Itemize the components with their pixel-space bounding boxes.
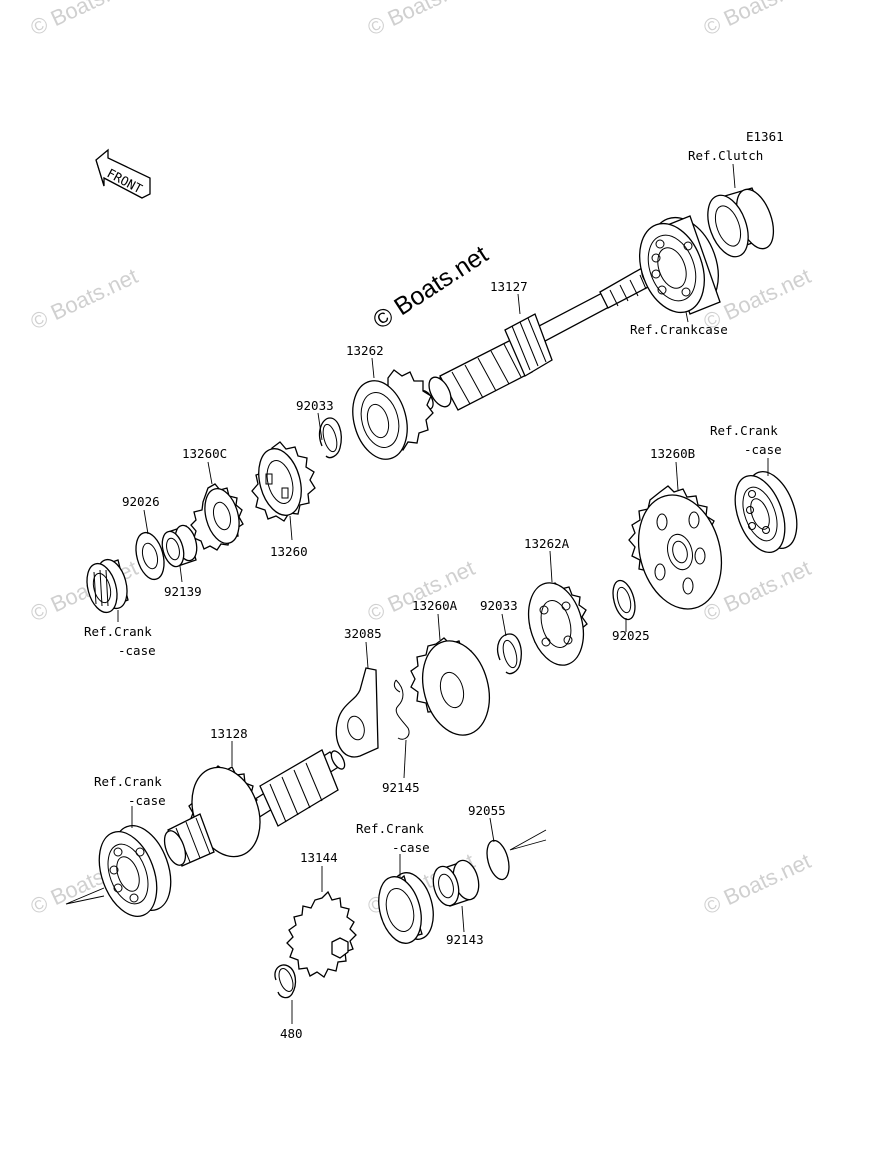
collar-92143 bbox=[432, 859, 480, 907]
label-13144: 13144 bbox=[300, 850, 338, 865]
gear-13260c bbox=[190, 483, 244, 551]
label-13260: 13260 bbox=[270, 544, 308, 559]
part-labels: E1361 Ref.Clutch Ref.Crankcase 13127 132… bbox=[84, 129, 784, 1041]
label-ref-crank-bottom-mid-1: Ref.Crank bbox=[356, 821, 424, 836]
label-13260c: 13260C bbox=[182, 446, 227, 461]
washer-92026 bbox=[135, 531, 165, 581]
label-13262: 13262 bbox=[346, 343, 384, 358]
label-ref-crank-bottom-mid-2: -case bbox=[392, 840, 430, 855]
label-ref-crank-right-2: -case bbox=[744, 442, 782, 457]
label-13260a: 13260A bbox=[412, 598, 458, 613]
label-13260b: 13260B bbox=[650, 446, 695, 461]
label-13128: 13128 bbox=[210, 726, 248, 741]
gear-13260a bbox=[410, 637, 490, 736]
label-ref-crank-left-2: -case bbox=[118, 643, 156, 658]
label-13262a: 13262A bbox=[524, 536, 570, 551]
gear-13260 bbox=[251, 441, 316, 522]
label-480: 480 bbox=[280, 1026, 303, 1041]
collar-ref-clutch bbox=[707, 187, 775, 258]
watermark: © Boats.net bbox=[700, 0, 815, 41]
watermark: © Boats.net bbox=[27, 263, 142, 334]
circlip-92033-bottom bbox=[496, 633, 522, 675]
drive-shaft-13128 bbox=[163, 749, 346, 867]
bearing-ref-crankcase-top bbox=[639, 215, 721, 315]
gear-13262 bbox=[352, 369, 434, 460]
front-arrow-icon: FRONT bbox=[95, 148, 151, 199]
label-ref-crankcase-top: Ref.Crankcase bbox=[630, 322, 728, 337]
circlip-92033-top bbox=[318, 417, 342, 459]
bearing-ref-crankcase-right bbox=[734, 471, 798, 553]
output-shaft-13127 bbox=[418, 267, 657, 411]
leader-lines bbox=[117, 163, 769, 1024]
washer-92025 bbox=[612, 579, 636, 621]
watermark: © Boats.net bbox=[364, 555, 479, 626]
o-ring-92055 bbox=[486, 829, 547, 881]
label-92025: 92025 bbox=[612, 628, 650, 643]
label-92026: 92026 bbox=[122, 494, 160, 509]
label-92033-bottom: 92033 bbox=[480, 598, 518, 613]
gear-13260b bbox=[628, 485, 723, 610]
gear-13262a bbox=[527, 582, 588, 666]
watermark: © Boats.net bbox=[364, 0, 479, 41]
circlip-480 bbox=[274, 964, 297, 999]
watermark: © Boats.net bbox=[700, 848, 815, 919]
label-92143: 92143 bbox=[446, 932, 484, 947]
sprocket-13144 bbox=[286, 890, 357, 978]
diagram-code: E1361 bbox=[746, 129, 784, 144]
bushing-92139 bbox=[161, 524, 198, 568]
label-ref-crank-right-1: Ref.Crank bbox=[710, 423, 778, 438]
label-ref-crank-bottom-left-1: Ref.Crank bbox=[94, 774, 162, 789]
label-13127: 13127 bbox=[490, 279, 528, 294]
watermark: © Boats.net bbox=[27, 0, 142, 41]
label-92139: 92139 bbox=[164, 584, 202, 599]
label-ref-clutch: Ref.Clutch bbox=[688, 148, 763, 163]
label-ref-crank-bottom-left-2: -case bbox=[128, 793, 166, 808]
bearing-ref-crankcase-bottom-left bbox=[65, 825, 172, 917]
spring-pin-92145 bbox=[393, 679, 410, 740]
lock-plate-32085 bbox=[335, 667, 379, 758]
label-ref-crank-left-1: Ref.Crank bbox=[84, 624, 152, 639]
label-92145: 92145 bbox=[382, 780, 420, 795]
oil-seal-ref-crankcase-bottom bbox=[378, 872, 434, 944]
label-92055: 92055 bbox=[468, 803, 506, 818]
watermark-main: © Boats.net bbox=[368, 240, 493, 335]
needle-bearing-ref-crankcase-left bbox=[86, 558, 129, 614]
label-32085: 32085 bbox=[344, 626, 382, 641]
label-92033-top: 92033 bbox=[296, 398, 334, 413]
